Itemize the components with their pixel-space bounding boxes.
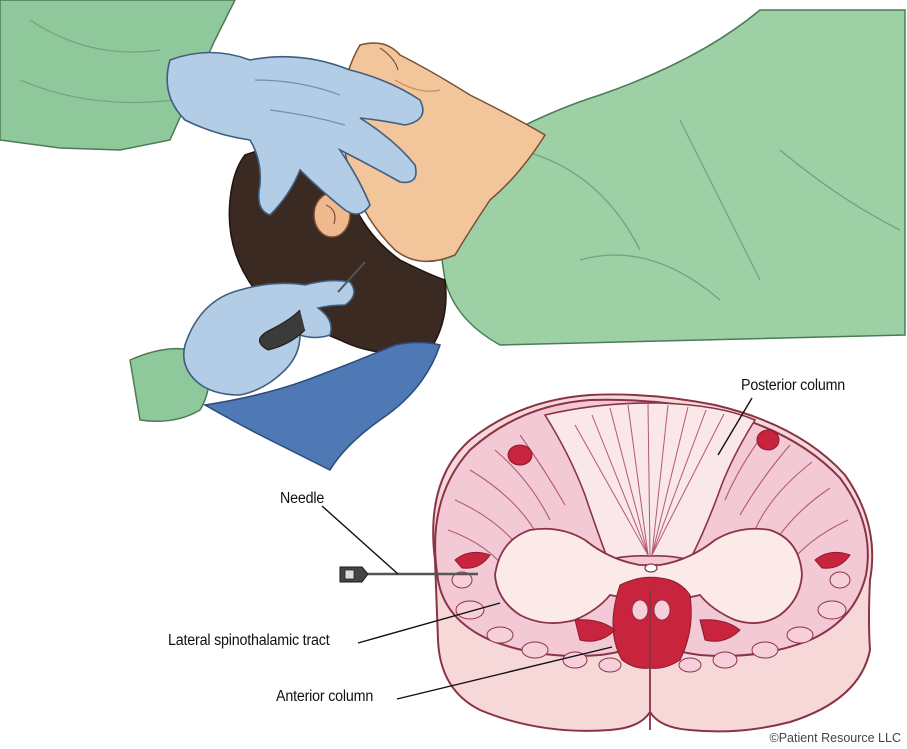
needle-label: Needle <box>280 490 324 508</box>
patient-scene <box>0 0 905 470</box>
anterior-column-label: Anterior column <box>276 688 373 706</box>
posterior-column-label: Posterior column <box>741 377 845 395</box>
copyright-notice: ©Patient Resource LLC <box>769 731 901 745</box>
spinal-cord-cross-section <box>433 394 872 731</box>
central-canal <box>645 564 657 572</box>
lateral-spinothalamic-tract-label: Lateral spinothalamic tract <box>168 632 329 650</box>
anterior-column-red <box>613 577 691 668</box>
needle-leader <box>322 506 398 574</box>
